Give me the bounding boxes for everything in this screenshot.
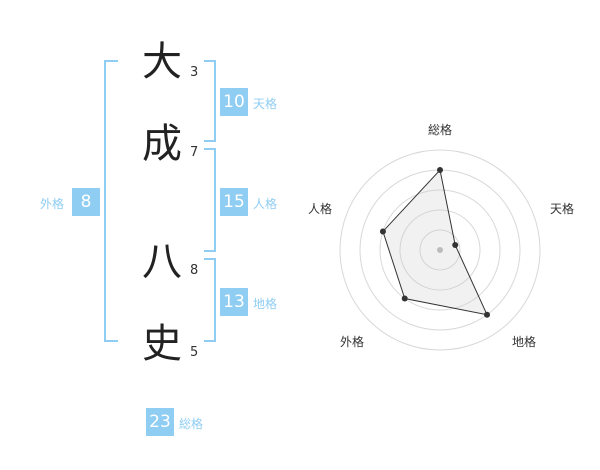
chikaku-label: 地格 xyxy=(253,297,278,311)
radar-point-2 xyxy=(484,311,491,318)
jinkaku-bracket xyxy=(204,148,216,252)
gaikaku-bracket xyxy=(104,60,118,342)
chikaku-badge: 13 xyxy=(220,288,248,316)
name-char-4: 史 xyxy=(142,321,182,367)
jinkaku-label: 人格 xyxy=(253,197,278,211)
radar-label-soukaku: 総格 xyxy=(428,122,452,137)
radar-grid xyxy=(339,149,541,351)
radar-ring xyxy=(339,149,541,351)
radar-ring xyxy=(399,209,481,291)
radar-point-1 xyxy=(452,242,459,249)
radar-points xyxy=(379,167,491,318)
tenkaku-label: 天格 xyxy=(253,97,278,111)
name-char-3: 八 xyxy=(142,239,182,285)
gaikaku-badge: 8 xyxy=(72,188,100,216)
stroke-count-4: 5 xyxy=(190,345,199,360)
radar-polygon xyxy=(382,168,488,316)
radar-label-chikaku: 地格 xyxy=(512,334,536,349)
radar-center-dot xyxy=(437,247,443,253)
radar-point-4 xyxy=(379,228,386,235)
radar-point-0 xyxy=(437,167,443,173)
tenkaku-badge: 10 xyxy=(220,88,248,116)
stroke-count-2: 7 xyxy=(190,145,199,160)
radar-label-gaikaku: 外格 xyxy=(340,334,364,349)
stroke-count-1: 3 xyxy=(190,65,199,80)
radar-label-jinkaku: 人格 xyxy=(308,201,332,216)
soukaku-label: 総格 xyxy=(179,417,204,431)
tenkaku-bracket xyxy=(204,60,216,142)
gaikaku-label: 外格 xyxy=(40,197,65,211)
name-char-2: 成 xyxy=(142,121,182,167)
radar-label-tenkaku: 天格 xyxy=(550,201,574,216)
chikaku-bracket xyxy=(204,258,216,342)
jinkaku-badge: 15 xyxy=(220,188,248,216)
stroke-count-3: 8 xyxy=(190,263,199,278)
soukaku-badge: 23 xyxy=(146,408,174,436)
radar-ring xyxy=(419,229,461,271)
radar-point-3 xyxy=(401,295,408,302)
name-char-1: 大 xyxy=(142,39,182,85)
radar-chart: 総格 天格 地格 外格 人格 xyxy=(308,122,574,351)
radar-ring xyxy=(379,189,501,311)
